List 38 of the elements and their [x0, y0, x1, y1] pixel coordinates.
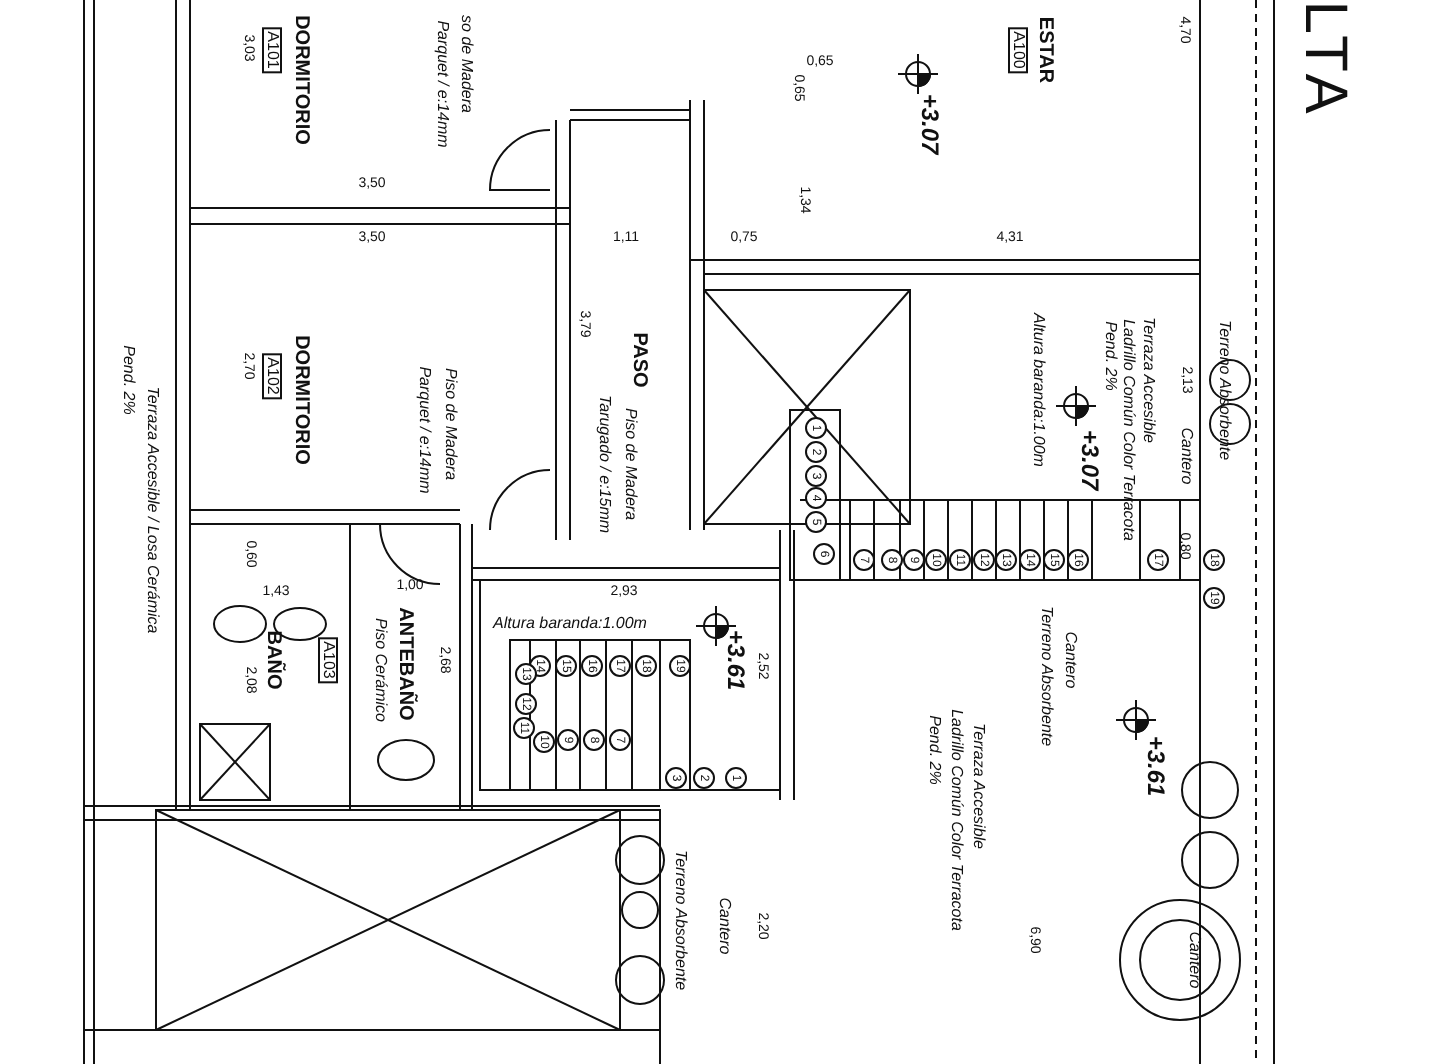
room-name: ANTEBAÑO: [394, 607, 414, 721]
floor-note: Altura baranda:1.00m: [493, 616, 647, 632]
level-mark: +3.07: [918, 93, 942, 155]
floor-note: Pend. 2%: [926, 715, 942, 785]
floor-note: Pend. 2%: [1102, 321, 1118, 391]
room-code: A100: [1008, 27, 1028, 73]
floor-note: Cantero: [1178, 427, 1194, 485]
floor-note: Terraza Accesible: [1140, 317, 1156, 443]
floor-note: Altura baranda:1.00m: [1030, 313, 1046, 467]
level-mark: +3.61: [724, 629, 748, 691]
room-name: BAÑO: [262, 630, 282, 690]
floor-note: Pend. 2%: [120, 345, 136, 415]
room-code: A103: [318, 637, 338, 683]
floor-note: Ladrillo Común Color Terracota: [948, 709, 964, 931]
room-name: PASO: [628, 332, 648, 388]
room-name: DORMITORIO: [290, 15, 310, 145]
floor-note: Terraza Accesible: [970, 723, 986, 849]
floor-note: Tarugado / e:15mm: [596, 394, 612, 534]
floor-note: Piso de Madera: [442, 367, 458, 481]
floor-note: Piso Cerámico: [372, 618, 388, 722]
floor-note: Parquet / e:14mm: [416, 366, 432, 494]
title-text: LTA: [1294, 0, 1354, 120]
level-mark: +3.61: [1144, 735, 1168, 797]
floor-note: Terreno Absorbente: [1038, 605, 1054, 747]
floor-note: Terreno Absorbente: [1216, 319, 1232, 461]
floor-note: Cantero: [716, 897, 732, 955]
floor-note: Cantero: [1062, 631, 1078, 689]
level-mark: +3.07: [1078, 429, 1102, 491]
room-code: A102: [262, 353, 282, 399]
room-code: A101: [262, 27, 282, 73]
floor-note: Ladrillo Común Color Terracota: [1120, 319, 1136, 541]
floor-note: so de Madera: [458, 15, 474, 113]
floor-note: Parquet / e:14mm: [434, 20, 450, 148]
floor-note: Terreno Absorbente: [672, 849, 688, 991]
room-name: DORMITORIO: [290, 335, 310, 465]
floor-note: Terraza Accesible / Losa Cerámica: [144, 386, 160, 634]
floor-note: Piso de Madera: [622, 407, 638, 521]
room-name: ESTAR: [1034, 16, 1054, 84]
